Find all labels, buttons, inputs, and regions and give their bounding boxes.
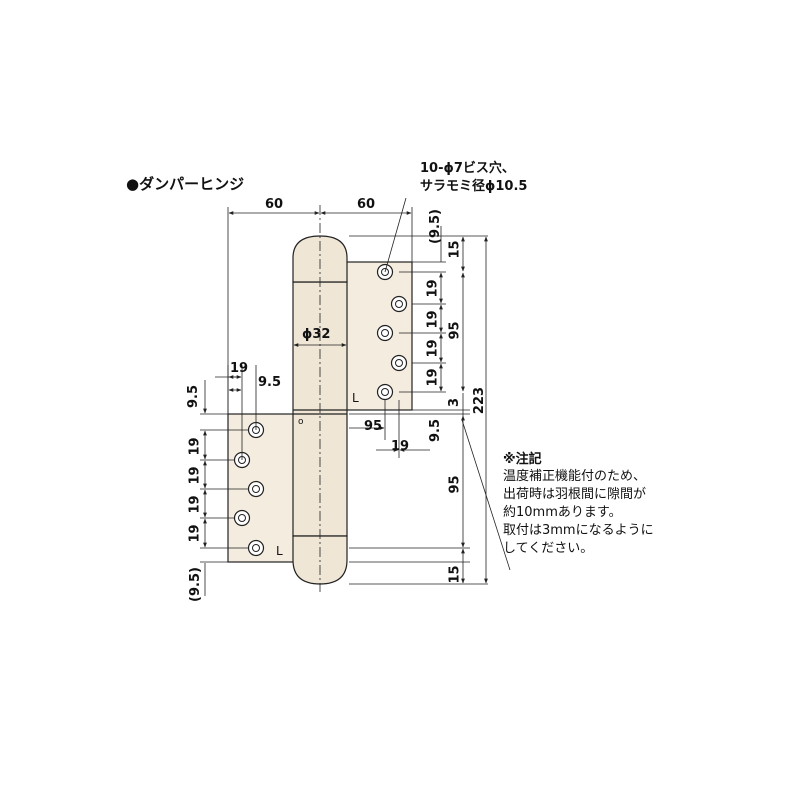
page-title: ●ダンパーヒンジ (126, 175, 245, 193)
dim-width-right: 60 (357, 197, 376, 212)
lower-hole (247, 480, 265, 498)
mark-L-upper: L (352, 391, 359, 405)
dim-pitch-2: 19 (425, 310, 441, 329)
dim-pin-diameter: ϕ32 (302, 327, 331, 342)
hole-spec-line1: 10-ϕ7ビス穴、 (420, 161, 515, 176)
dim-top-offset: (9.5) (427, 209, 443, 244)
dim-left-pitch-1: 19 (187, 437, 203, 456)
hole-spec-line2: サラモミ径ϕ10.5 (420, 179, 528, 194)
note-line3: 約10mmあります。 (503, 505, 622, 520)
upper-hole (390, 295, 408, 313)
note-line4: 取付は3mmになるように (503, 523, 654, 538)
dim-span-lower: 95 (447, 475, 463, 494)
dim-bottom-span-h: 95 (364, 419, 383, 434)
upper-hole (376, 324, 394, 342)
note-heading: ※注記 (503, 452, 542, 467)
dim-left-pitch-h: 19 (230, 361, 249, 376)
lower-hole (247, 539, 265, 557)
dimension-lines (200, 197, 511, 596)
mark-o: o (298, 417, 304, 427)
dim-bottom-edge-v: 9.5 (428, 418, 444, 443)
dim-pitch-4: 19 (425, 368, 441, 387)
dim-top-gap: 15 (447, 240, 463, 259)
dim-pitch-1: 19 (425, 279, 441, 298)
dim-width-left: 60 (265, 197, 284, 212)
mark-L-lower: L (276, 544, 283, 558)
dim-span-upper: 95 (447, 321, 463, 340)
dim-bottom-pitch-h: 19 (391, 439, 410, 454)
upper-hole (390, 354, 408, 372)
note-line5: してください。 (503, 541, 594, 556)
dim-pitch-3: 19 (425, 339, 441, 358)
lower-hole (233, 509, 251, 527)
dim-left-edge-h: 9.5 (258, 375, 282, 390)
dim-left-pitch-3: 19 (187, 495, 203, 514)
upper-hole (376, 383, 394, 401)
note-line1: 温度補正機能付のため、 (503, 469, 647, 484)
dim-gap-3: 3 (447, 397, 463, 408)
dim-left-pitch-2: 19 (187, 466, 203, 485)
dim-left-pitch-4: 19 (187, 524, 203, 543)
dim-left-top-v: 9.5 (186, 384, 202, 409)
dim-total: 223 (472, 386, 488, 415)
dim-bottom-offset: (9.5) (187, 567, 203, 602)
dim-bottom-gap: 15 (447, 565, 463, 584)
note-line2: 出荷時は羽根間に隙間が (503, 487, 647, 502)
